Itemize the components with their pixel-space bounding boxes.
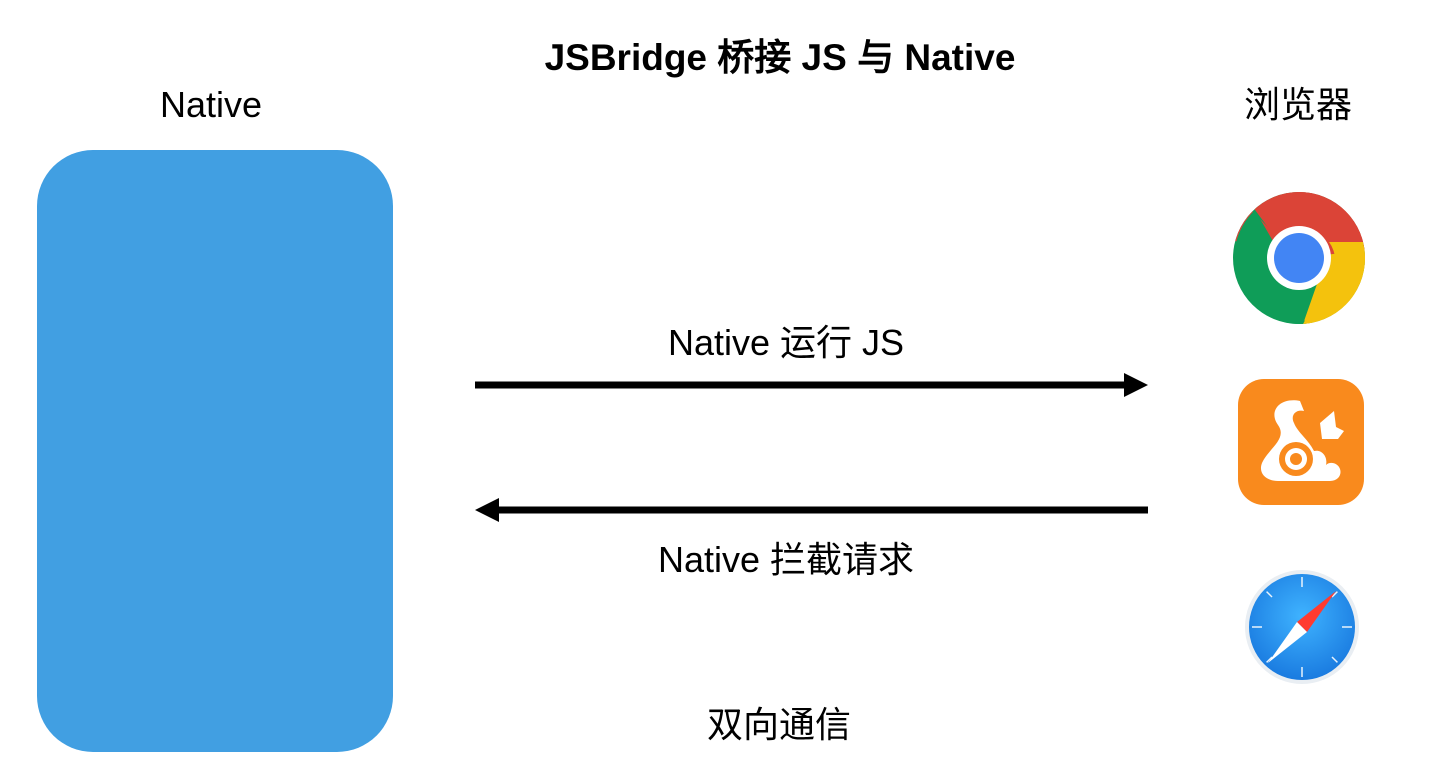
native-block xyxy=(37,150,393,752)
backward-arrow xyxy=(475,498,1148,522)
diagram-title: JSBridge 桥接 JS 与 Native xyxy=(544,37,1016,78)
forward-arrow xyxy=(475,373,1148,397)
native-intercept-label: Native 拦截请求 xyxy=(658,539,915,580)
bidirectional-label: 双向通信 xyxy=(707,704,852,745)
safari-icon xyxy=(1245,570,1359,684)
browser-label: 浏览器 xyxy=(1244,84,1353,125)
native-run-js-label: Native 运行 JS xyxy=(668,322,905,363)
chrome-icon xyxy=(1233,192,1365,325)
native-label: Native xyxy=(160,84,263,125)
uc-browser-icon xyxy=(1238,379,1364,505)
